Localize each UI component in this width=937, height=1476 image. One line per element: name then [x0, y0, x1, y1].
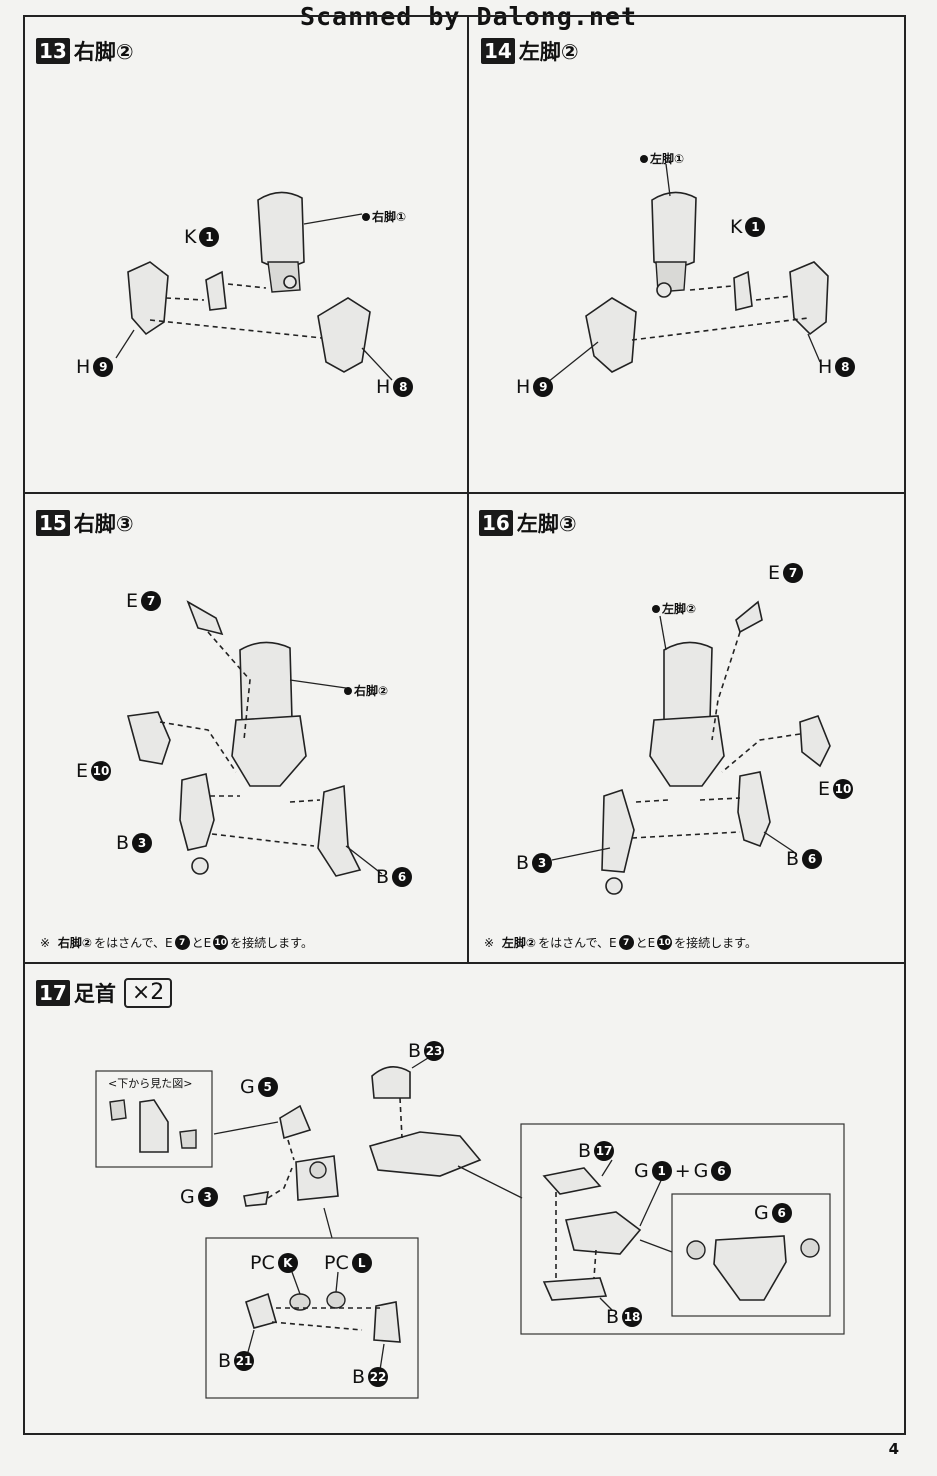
- step17-header: 17 足首 ×2: [36, 978, 173, 1008]
- step15-title: 右脚③: [73, 512, 134, 536]
- frame-bottom: [23, 1433, 906, 1435]
- step17-art: [95, 1057, 845, 1399]
- step15-number: 15: [36, 510, 70, 536]
- step14-reference: 左脚①: [640, 150, 684, 167]
- step16-title: 左脚③: [516, 512, 577, 536]
- step16-reference: 左脚②: [652, 600, 696, 617]
- step17-bottom-view-label: <下から見た図>: [108, 1077, 193, 1090]
- page-number: 4: [888, 1440, 899, 1458]
- step16-art: [551, 600, 831, 895]
- row-divider-2: [23, 962, 906, 964]
- step17-quantity: ×2: [123, 978, 173, 1008]
- step17-number: 17: [36, 980, 70, 1006]
- column-divider: [467, 15, 469, 963]
- row-divider-1: [23, 492, 906, 494]
- step13-art: [115, 191, 393, 381]
- step13-reference: 右脚①: [362, 208, 406, 225]
- step17-title: 足首: [73, 982, 116, 1006]
- step14-art: [547, 163, 829, 383]
- frame-left: [23, 15, 25, 1435]
- step15-reference: 右脚②: [344, 682, 388, 699]
- step13-number: 13: [36, 38, 70, 64]
- step16-header: 16 左脚③: [479, 508, 577, 538]
- step15-art: [126, 600, 383, 877]
- step13-title: 右脚②: [73, 40, 134, 64]
- step13-header: 13 右脚②: [36, 36, 134, 66]
- step14-header: 14 左脚②: [481, 36, 579, 66]
- frame-right: [904, 15, 906, 1435]
- step15-header: 15 右脚③: [36, 508, 134, 538]
- step14-number: 14: [481, 38, 515, 64]
- step16-number: 16: [479, 510, 513, 536]
- step14-title: 左脚②: [518, 40, 579, 64]
- frame-top: [23, 15, 906, 17]
